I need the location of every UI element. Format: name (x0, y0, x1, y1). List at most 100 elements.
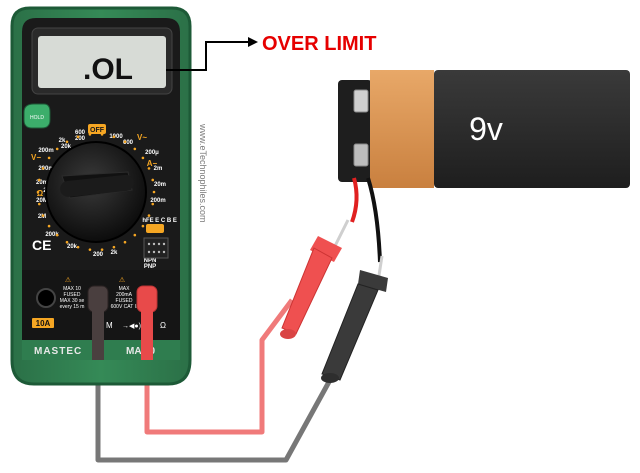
dial-label: 200k (45, 232, 59, 238)
dial-label: 600 (75, 130, 86, 136)
off-badge (88, 124, 106, 134)
dial-tick (47, 156, 51, 160)
dial-label: 20m (36, 180, 48, 186)
dial-tick (36, 190, 40, 194)
dial-label: hFE (142, 218, 153, 224)
over-limit-callout: OVER LIMIT (166, 33, 376, 71)
right-box-line2: 200mA (116, 292, 133, 298)
dial-label: 200 (93, 252, 104, 258)
dial-tick (112, 135, 116, 139)
callout-arrow-line (166, 41, 252, 71)
dial-label: Ω (37, 189, 44, 198)
dial-tick (65, 140, 69, 144)
dial-label: NPN (144, 258, 157, 264)
dial-label: 200 (75, 136, 86, 142)
dial-tick (152, 190, 156, 194)
dial-label: PNP (144, 264, 156, 270)
dial-label: E C B E (155, 218, 177, 224)
right-box-line4: 600V CAT II (111, 304, 138, 310)
watermark: www.eTechnophiles.com (198, 123, 208, 223)
red-lead-wire (144, 298, 294, 435)
dial-label: 20k (61, 144, 72, 150)
right-box-line1: MAX (119, 286, 131, 292)
hold-label: HOLD (30, 115, 44, 121)
dial-label: 200m (38, 148, 53, 154)
jack-symbol-ohm: Ω (160, 321, 166, 330)
model-name: MA 60 (126, 346, 156, 357)
battery-orange-band (370, 70, 434, 188)
dial-label: 2m (154, 166, 163, 172)
rotary-selector-knob[interactable] (45, 141, 147, 243)
dial-label: 200m (38, 166, 53, 172)
dial-label: 600 (123, 140, 134, 146)
dial-tick (151, 178, 155, 182)
dial-label: 20k (67, 244, 78, 250)
dial-tick (100, 248, 104, 251)
dial-label: 1000 (109, 134, 123, 140)
tenA-badge (146, 224, 164, 233)
black-probe (321, 255, 388, 383)
battery-red-clip-wire (350, 177, 359, 223)
dial-tick (141, 224, 145, 228)
dial-tick (65, 240, 69, 244)
jack-symbol-diode: →◀●) (122, 323, 141, 330)
left-box-line4: every 15 m (60, 304, 85, 310)
off-label: OFF (90, 127, 105, 134)
dial-tick (76, 135, 80, 139)
dial-tick (123, 140, 127, 144)
dial-tick (141, 156, 145, 160)
dial-tick (112, 245, 116, 249)
dial-label: 200μ (145, 150, 159, 156)
tenA-jack-label: 10A (36, 319, 51, 328)
jack-10a (36, 288, 56, 308)
battery-black-clip-wire (366, 177, 382, 263)
dial-tick (76, 245, 80, 249)
left-box-line3: MAX 30 se (60, 298, 85, 304)
dial-label: 2k (59, 138, 66, 144)
warn-icon-right: ⚠ (119, 276, 125, 284)
dial-label: 200m (150, 198, 165, 204)
dial-label: A− (147, 159, 158, 168)
ce-mark: CE (32, 237, 51, 253)
black-plug (87, 285, 109, 360)
jack-symbol-m: M (106, 321, 113, 330)
battery-label: 9v (469, 111, 503, 147)
dial-tick (41, 214, 45, 217)
dial-label: 2M (38, 214, 46, 220)
callout-text: OVER LIMIT (262, 33, 376, 55)
lcd-reading: .OL (83, 53, 133, 86)
lcd-screen (38, 36, 166, 88)
hfe-socket (143, 237, 169, 259)
red-plug (136, 285, 158, 360)
dial-tick (123, 240, 127, 244)
dial-tick (133, 233, 137, 237)
brand-name: MASTEC (34, 346, 82, 357)
dial-tick (151, 202, 155, 206)
hold-button[interactable]: HOLD (23, 103, 51, 129)
dial-label: V~ (137, 133, 147, 142)
right-box-line3: FUSED (116, 298, 133, 304)
dial-tick (37, 202, 41, 206)
dial-label: 20M (36, 198, 48, 204)
dial-tick (88, 248, 92, 251)
dial-tick (55, 233, 59, 237)
dial-label: 20m (154, 182, 166, 188)
left-box-line1: MAX 10 (63, 286, 81, 292)
dial-label: V− (31, 153, 41, 162)
dial-tick (147, 214, 151, 217)
dial-label: 2k (111, 250, 118, 256)
red-probe (280, 219, 350, 339)
dial-tick (47, 224, 51, 228)
battery-9v: 9v (338, 70, 630, 188)
multimeter: .OL HOLD 6002001000600V~200μ2m20m200m10A… (10, 6, 192, 386)
dial-tick (55, 147, 59, 151)
dial-tick (37, 178, 41, 182)
dial-tick (41, 167, 45, 170)
dial-tick (147, 167, 151, 170)
battery-black-body (434, 70, 630, 188)
dial-tick (133, 147, 137, 151)
warn-icon-left: ⚠ (65, 276, 71, 284)
left-box-line2: FUSED (64, 292, 81, 298)
callout-arrow-head (248, 37, 258, 47)
